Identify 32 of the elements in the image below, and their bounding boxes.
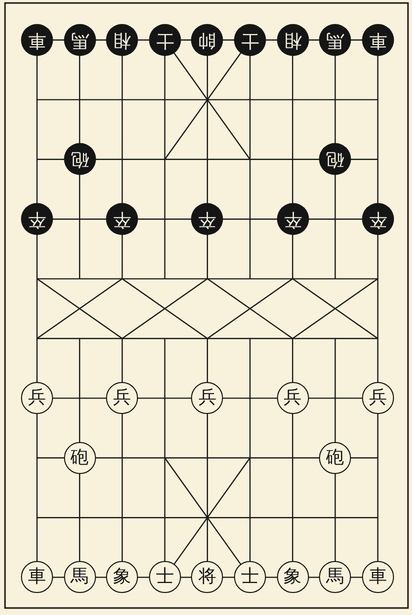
game-piece: 車 xyxy=(362,24,394,56)
game-piece: 兵 xyxy=(276,382,309,414)
game-piece: 車 xyxy=(21,24,53,56)
game-piece: 砲 xyxy=(64,442,96,474)
game-piece: 馬 xyxy=(319,24,352,56)
game-piece: 卒 xyxy=(21,203,53,236)
game-piece: 帥 xyxy=(191,24,224,56)
game-piece: 卒 xyxy=(106,203,138,236)
game-piece: 象 xyxy=(276,561,309,594)
game-piece: 馬 xyxy=(64,561,96,594)
game-piece: 車 xyxy=(21,561,53,594)
game-piece: 卒 xyxy=(362,203,394,236)
game-piece: 車 xyxy=(362,561,394,594)
game-piece: 士 xyxy=(234,24,266,56)
game-piece: 士 xyxy=(148,24,181,56)
game-piece: 士 xyxy=(148,561,181,594)
game-piece: 兵 xyxy=(21,382,53,414)
game-piece: 砲 xyxy=(64,143,96,176)
game-piece: 卒 xyxy=(276,203,309,236)
game-piece: 相 xyxy=(106,24,138,56)
game-piece: 兵 xyxy=(106,382,138,414)
game-piece: 砲 xyxy=(319,442,352,474)
game-piece: 兵 xyxy=(191,382,224,414)
game-piece: 相 xyxy=(276,24,309,56)
game-piece: 兵 xyxy=(362,382,394,414)
game-piece: 馬 xyxy=(64,24,96,56)
game-piece: 将 xyxy=(191,561,224,594)
game-piece: 象 xyxy=(106,561,138,594)
game-piece: 馬 xyxy=(319,561,352,594)
game-piece: 砲 xyxy=(319,143,352,176)
game-piece: 士 xyxy=(234,561,266,594)
game-piece: 卒 xyxy=(191,203,224,236)
